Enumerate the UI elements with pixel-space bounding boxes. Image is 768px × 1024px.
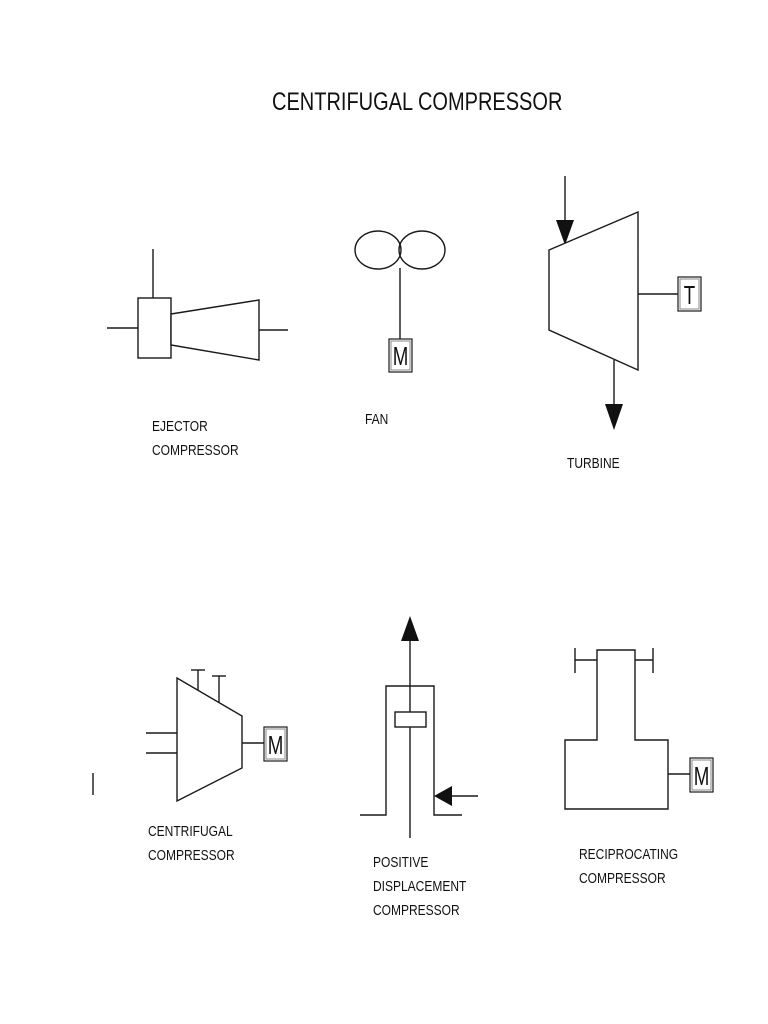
ejector-label: EJECTOR COMPRESSOR [152,415,239,463]
centrifugal-label: CENTRIFUGAL COMPRESSOR [148,820,235,868]
label-line: COMPRESSOR [579,870,666,887]
label-line: DISPLACEMENT [373,878,467,895]
positive-displacement-label: POSITIVE DISPLACEMENT COMPRESSOR [373,851,466,923]
turbine-label: TURBINE [567,452,620,476]
diagram-title: CENTRIFUGAL COMPRESSOR [272,88,635,117]
turbine-driver-inner [679,278,700,310]
fan-blade-right [398,230,446,270]
label-line: CENTRIFUGAL [148,823,233,840]
pd-outlet-arrowhead [401,616,419,641]
label-line: COMPRESSOR [152,442,239,459]
pd-cylinder [360,685,462,816]
label-line: COMPRESSOR [148,847,235,864]
recip-motor-letter: M [694,761,710,791]
reciprocating-compressor-symbol: M [564,648,714,810]
pd-piston [394,711,427,728]
centrifugal-body [176,676,243,803]
reciprocating-label: RECIPROCATING COMPRESSOR [579,843,678,891]
label-line: POSITIVE [373,854,429,871]
turbine-driver-letter: T [684,280,696,310]
label-line: COMPRESSOR [373,902,460,919]
ejector-body [137,297,172,359]
turbine-body [548,210,639,372]
fan-label: FAN [365,408,388,432]
ejector-compressor-symbol [107,249,288,361]
title-text: CENTRIFUGAL COMPRESSOR [272,88,563,116]
ejector-diffuser [170,299,260,361]
turbine-outlet-arrowhead [605,404,623,430]
recip-motor-inner [691,759,712,791]
fan-blade-left [354,230,402,270]
fan-motor-inner [390,340,411,371]
label-line: RECIPROCATING [579,846,679,863]
pd-inlet-arrowhead [434,786,452,806]
label-line: FAN [365,411,389,428]
centrifugal-motor-inner [265,728,286,760]
turbine-inlet-arrowhead [556,220,574,245]
label-line: EJECTOR [152,418,208,435]
label-line: TURBINE [567,455,620,472]
centrifugal-motor-letter: M [268,730,284,760]
recip-body [564,649,669,810]
turbine-symbol: T [548,176,702,430]
fan-symbol: M [354,230,446,373]
positive-displacement-symbol [360,616,478,838]
fan-motor-letter: M [393,341,409,371]
centrifugal-compressor-symbol: M [92,669,288,803]
